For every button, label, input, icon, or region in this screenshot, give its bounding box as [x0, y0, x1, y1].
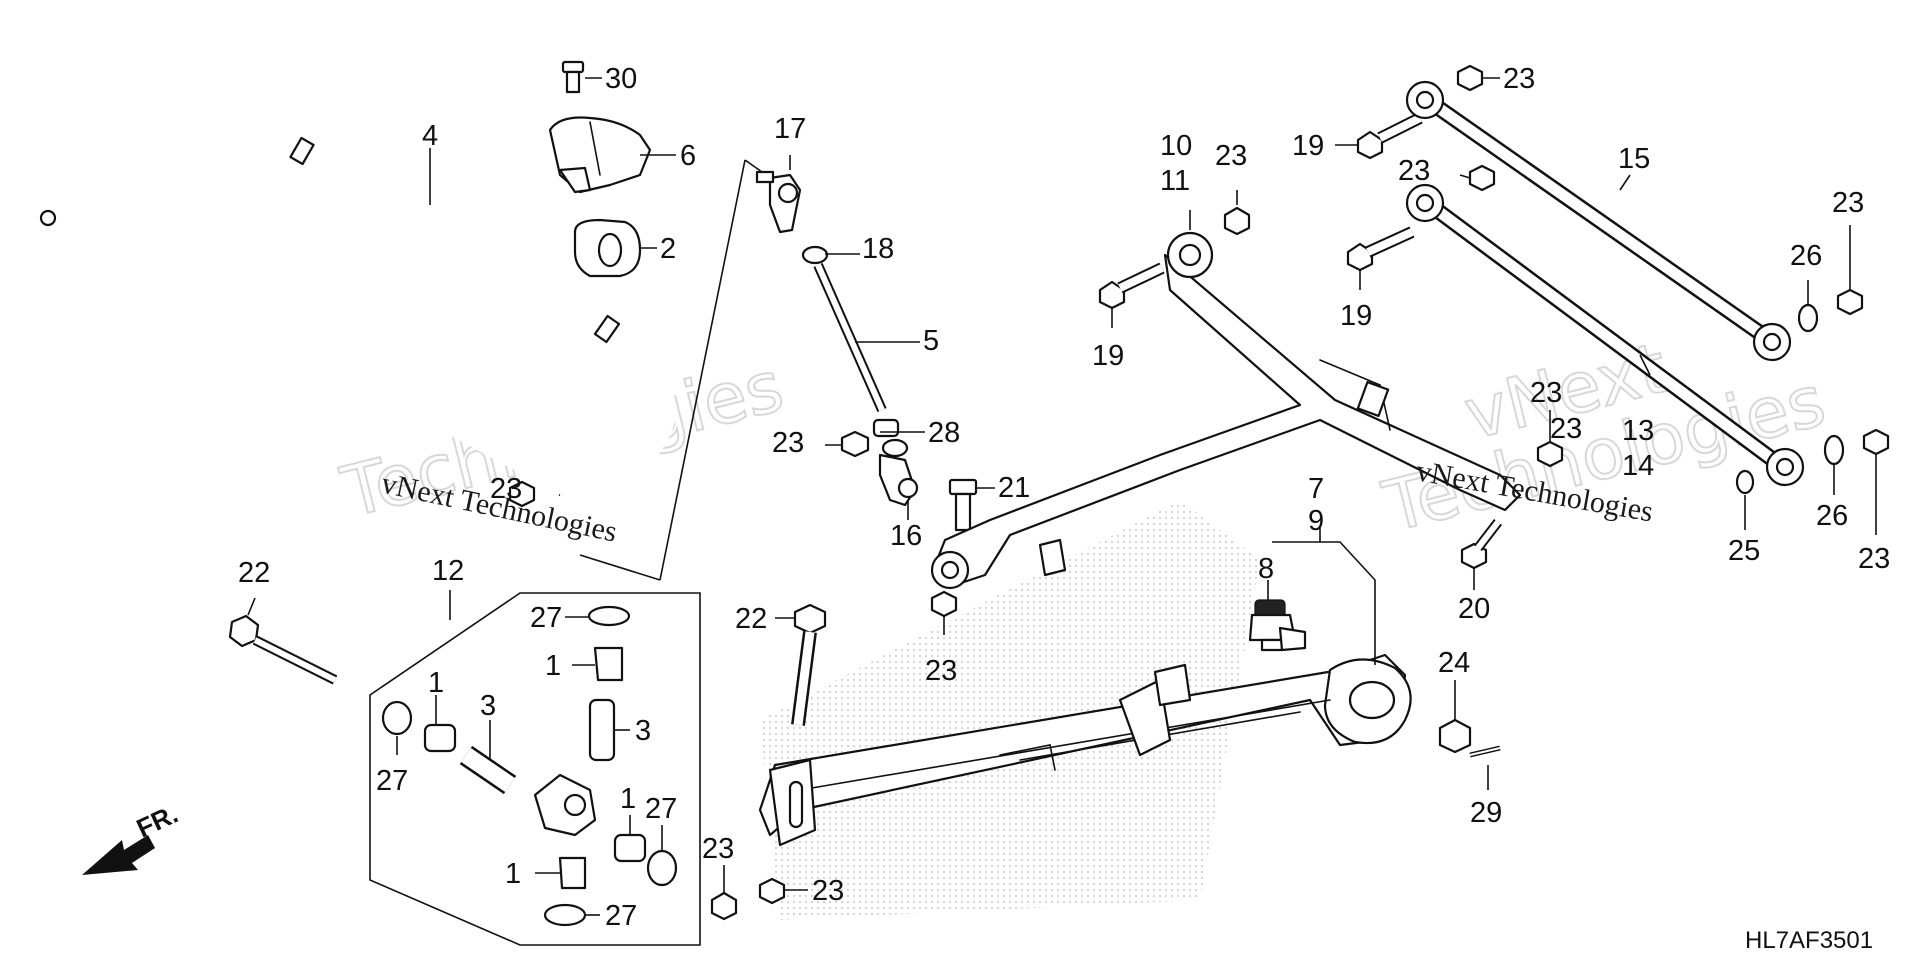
bolt-22-angled: [228, 614, 338, 685]
bolt-30: [561, 60, 585, 94]
nut-23-a: [1223, 206, 1251, 236]
callout-23-rod: 23: [1550, 413, 1582, 445]
ball-joint: [1248, 599, 1307, 652]
bolt-21: [948, 478, 978, 532]
callout-13: 13: [1622, 415, 1654, 447]
stabilizer-holder: [548, 116, 652, 194]
callout-9: 9: [1308, 505, 1324, 537]
washer-25: [1735, 469, 1755, 495]
explode-line-top: [744, 159, 763, 173]
callout-23-arm: 23: [925, 655, 957, 687]
callout-22-center: 22: [735, 603, 767, 635]
callout-3-b: 3: [635, 715, 651, 747]
nut-23-b: [1456, 64, 1484, 92]
callout-labels: 30 6 2 4 17 18 5 23 28 16 21 23 10 11 23…: [238, 63, 1890, 932]
callout-23-bottom-right: 23: [1858, 543, 1890, 575]
callout-21: 21: [998, 472, 1030, 504]
upper-arm: [930, 231, 1522, 590]
callout-5: 5: [923, 325, 939, 357]
callout-4: 4: [422, 120, 438, 152]
bolt-22-vertical: [791, 603, 827, 726]
callout-26-a: 26: [1790, 240, 1822, 272]
callout-1-a: 1: [545, 650, 561, 682]
callout-15: 15: [1618, 143, 1650, 175]
background-logo-texture: [760, 500, 1260, 920]
callout-23-bar: 23: [490, 473, 522, 505]
callout-23-link: 23: [772, 427, 804, 459]
callout-12: 12: [432, 555, 464, 587]
bolt-19-b: [1346, 226, 1415, 272]
explode-line-bottom: [579, 554, 661, 581]
callout-8: 8: [1258, 553, 1274, 585]
washer-26-b: [1823, 434, 1845, 466]
leader-lines: [247, 77, 1877, 916]
callout-23-far: 23: [1832, 187, 1864, 219]
callout-29: 29: [1470, 797, 1502, 829]
callout-26-b: 26: [1816, 500, 1848, 532]
callout-19-b: 19: [1340, 300, 1372, 332]
callout-23-top: 23: [1503, 63, 1535, 95]
callout-20: 20: [1458, 593, 1490, 625]
lower-arm: [758, 653, 1412, 847]
nut-23-bar: [508, 480, 536, 508]
callout-10: 10: [1160, 130, 1192, 162]
svg-text:FR.: FR.: [132, 799, 183, 844]
diagram-code: HL7AF3501: [1745, 927, 1873, 954]
washer-26-a: [1797, 303, 1819, 333]
callout-7: 7: [1308, 473, 1324, 505]
callout-27-b: 27: [376, 765, 408, 797]
callout-1-b: 1: [428, 667, 444, 699]
bolt-19-a: [1098, 262, 1165, 310]
rod-13-14: [1405, 183, 1805, 487]
nut-23-link: [840, 430, 870, 458]
stabilizer-bushing: [573, 218, 642, 278]
kit-bracket-12: [369, 592, 701, 946]
callout-23-upper: 23: [1215, 140, 1247, 172]
callout-18: 18: [862, 233, 894, 265]
cotter-pin-29: [1469, 745, 1501, 758]
callout-23-bottom-a: 23: [702, 833, 734, 865]
callout-23-bottom-b: 23: [812, 875, 844, 907]
callout-27-d: 27: [605, 900, 637, 932]
nut-23-h: [710, 891, 738, 921]
callout-27-a: 27: [530, 602, 562, 634]
callout-2: 2: [660, 233, 676, 265]
nut-23-e: [1536, 440, 1564, 468]
callout-1-c: 1: [620, 783, 636, 815]
callout-23-mid: 23: [1398, 155, 1430, 187]
callout-28: 28: [928, 417, 960, 449]
callout-16: 16: [890, 520, 922, 552]
callout-19-c: 19: [1292, 130, 1324, 162]
callout-24: 24: [1438, 647, 1470, 679]
kit-parts: [381, 605, 678, 927]
nut-23-d: [1836, 288, 1864, 316]
callout-14: 14: [1622, 450, 1654, 482]
callout-22-left: 22: [238, 557, 270, 589]
callout-1-d: 1: [505, 858, 521, 890]
castle-nut-24: [1438, 718, 1472, 754]
callout-3-a: 3: [480, 690, 496, 722]
callout-30: 30: [605, 63, 637, 95]
callout-17: 17: [774, 113, 806, 145]
stabilizer-bar: [39, 102, 676, 502]
callout-23-center: 23: [1530, 377, 1562, 409]
front-direction-arrow: FR.: [82, 799, 183, 875]
explode-line-left: [659, 159, 746, 581]
callout-6: 6: [680, 140, 696, 172]
bolt-20: [1460, 518, 1502, 570]
callout-19-a: 19: [1092, 340, 1124, 372]
nut-23-i: [758, 877, 786, 905]
rod-15: [1405, 80, 1792, 362]
callout-27-c: 27: [645, 793, 677, 825]
nut-23-f: [1862, 428, 1890, 456]
nut-23-g: [930, 590, 958, 618]
nut-23-c: [1468, 164, 1496, 192]
callout-25: 25: [1728, 535, 1760, 567]
callout-11: 11: [1160, 165, 1190, 197]
bolt-19-c: [1356, 112, 1423, 160]
